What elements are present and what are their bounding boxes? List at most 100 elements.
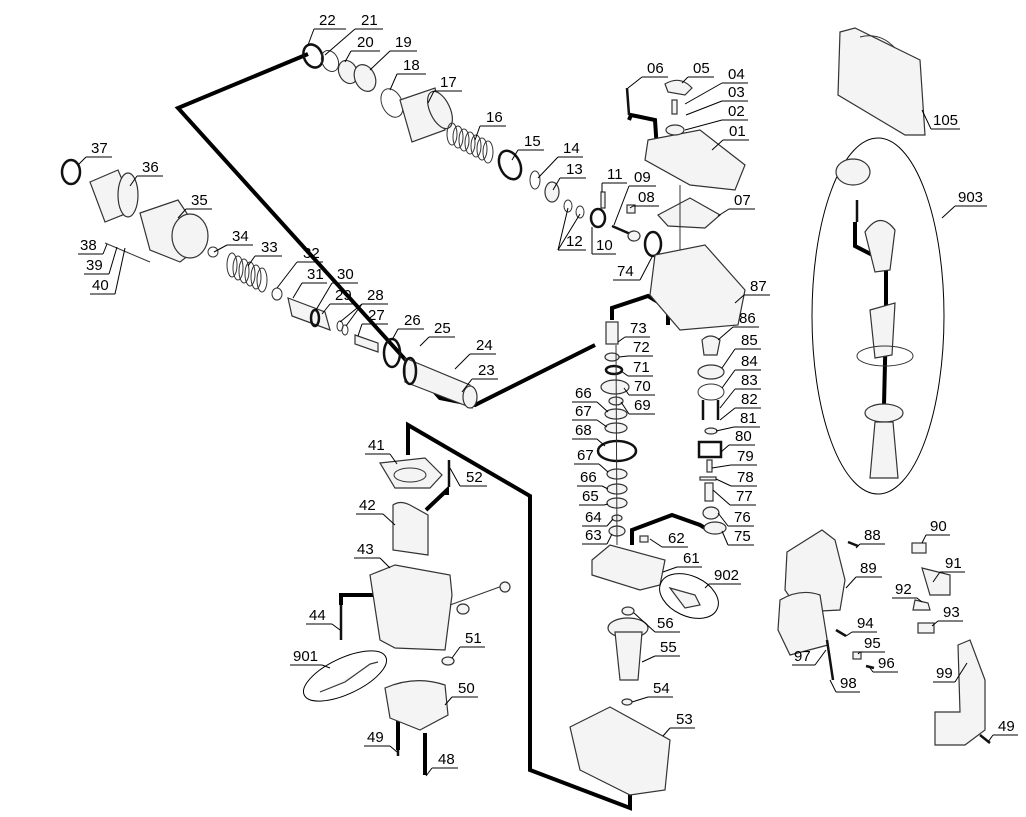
label-93[interactable]: 93 <box>931 604 963 627</box>
label-64[interactable]: 64 <box>582 509 614 527</box>
label-92[interactable]: 92 <box>892 581 923 603</box>
label-53[interactable]: 53 <box>662 711 695 737</box>
label-10[interactable]: 10 <box>591 227 616 255</box>
label-29[interactable]: 29 <box>321 287 356 315</box>
label-42[interactable]: 42 <box>356 497 396 526</box>
label-03[interactable]: 03 <box>685 84 748 116</box>
label-23[interactable]: 23 <box>461 362 498 393</box>
label-70[interactable]: 70 <box>623 378 655 396</box>
label-12[interactable]: 12 <box>557 207 586 251</box>
label-61[interactable]: 61 <box>662 550 702 573</box>
label-98[interactable]: 98 <box>829 675 860 693</box>
label-51[interactable]: 51 <box>451 630 485 659</box>
label-63[interactable]: 63 <box>582 527 613 545</box>
label-96[interactable]: 96 <box>869 655 898 673</box>
label-31[interactable]: 31 <box>292 266 327 299</box>
label-75[interactable]: 75 <box>721 528 754 546</box>
label-65[interactable]: 65 <box>579 488 609 506</box>
label-44[interactable]: 44 <box>306 607 341 631</box>
label-17[interactable]: 17 <box>427 74 462 104</box>
label-40[interactable]: 40 <box>90 247 126 295</box>
label-69[interactable]: 69 <box>620 397 655 415</box>
label-07[interactable]: 07 <box>717 192 755 217</box>
label-55[interactable]: 55 <box>641 639 680 663</box>
label-66-lower[interactable]: 66 <box>577 469 609 490</box>
label-14[interactable]: 14 <box>537 140 583 179</box>
label-901[interactable]: 901 <box>290 648 331 669</box>
label-22[interactable]: 22 <box>307 12 346 46</box>
label-67-lower[interactable]: 67 <box>574 447 609 473</box>
label-88[interactable]: 88 <box>855 527 885 549</box>
label-52[interactable]: 52 <box>449 467 487 487</box>
label-50[interactable]: 50 <box>444 680 478 706</box>
label-62[interactable]: 62 <box>649 530 688 548</box>
label-78[interactable]: 78 <box>715 469 757 487</box>
label-05[interactable]: 05 <box>681 60 714 84</box>
label-91[interactable]: 91 <box>932 555 965 583</box>
label-08[interactable]: 08 <box>629 189 659 209</box>
label-33[interactable]: 33 <box>247 239 282 267</box>
label-38[interactable]: 38 <box>78 237 108 255</box>
label-02[interactable]: 02 <box>684 103 748 131</box>
label-04[interactable]: 04 <box>684 66 748 105</box>
label-25[interactable]: 25 <box>419 320 455 347</box>
label-72[interactable]: 72 <box>618 339 653 358</box>
label-74[interactable]: 74 <box>613 256 653 281</box>
label-71[interactable]: 71 <box>620 359 653 377</box>
label-16[interactable]: 16 <box>474 109 506 141</box>
label-903[interactable]: 903 <box>941 189 987 219</box>
label-49-rear[interactable]: 49 <box>987 718 1018 743</box>
label-80[interactable]: 80 <box>720 428 755 453</box>
label-54[interactable]: 54 <box>631 680 673 703</box>
label-30[interactable]: 30 <box>315 266 358 311</box>
label-24[interactable]: 24 <box>454 337 496 370</box>
label-11[interactable]: 11 <box>601 166 627 192</box>
label-36[interactable]: 36 <box>129 159 163 187</box>
label-48[interactable]: 48 <box>425 751 458 777</box>
label-35[interactable]: 35 <box>177 192 212 219</box>
label-01[interactable]: 01 <box>711 123 749 151</box>
label-105[interactable]: 105 <box>921 109 960 130</box>
label-902[interactable]: 902 <box>704 567 741 589</box>
label-20[interactable]: 20 <box>344 34 380 63</box>
label-27[interactable]: 27 <box>357 307 388 337</box>
label-66-upper[interactable]: 66 <box>572 385 609 413</box>
label-15[interactable]: 15 <box>511 133 544 161</box>
label-83[interactable]: 83 <box>719 372 761 409</box>
label-67-upper[interactable]: 67 <box>572 403 608 428</box>
label-41[interactable]: 41 <box>365 437 398 465</box>
label-06[interactable]: 06 <box>627 60 668 89</box>
label-94[interactable]: 94 <box>845 615 877 637</box>
label-34[interactable]: 34 <box>213 228 253 253</box>
label-13[interactable]: 13 <box>552 161 586 191</box>
label-39[interactable]: 39 <box>84 246 118 275</box>
label-95[interactable]: 95 <box>857 635 885 655</box>
label-43[interactable]: 43 <box>354 541 391 569</box>
label-32[interactable]: 32 <box>276 245 323 289</box>
label-97[interactable]: 97 <box>792 648 827 666</box>
label-49-motor[interactable]: 49 <box>364 729 398 753</box>
label-81[interactable]: 81 <box>715 410 760 432</box>
label-68[interactable]: 68 <box>572 422 606 447</box>
label-76[interactable]: 76 <box>717 509 754 527</box>
label-86[interactable]: 86 <box>717 310 759 341</box>
label-77[interactable]: 77 <box>712 488 756 506</box>
label-09[interactable]: 09 <box>613 169 656 226</box>
label-89[interactable]: 89 <box>845 560 882 589</box>
label-85[interactable]: 85 <box>721 332 761 369</box>
label-99[interactable]: 99 <box>933 662 968 683</box>
label-26[interactable]: 26 <box>391 312 424 341</box>
label-90[interactable]: 90 <box>921 518 950 544</box>
label-19[interactable]: 19 <box>369 34 417 71</box>
label-37[interactable]: 37 <box>77 140 112 166</box>
assembly-line-motor <box>406 421 632 811</box>
label-73[interactable]: 73 <box>617 320 650 343</box>
label-56[interactable]: 56 <box>633 612 680 633</box>
label-18[interactable]: 18 <box>389 57 426 91</box>
label-21[interactable]: 21 <box>324 12 383 56</box>
label-84[interactable]: 84 <box>721 353 761 389</box>
label-82[interactable]: 82 <box>719 391 761 421</box>
label-87[interactable]: 87 <box>734 278 770 304</box>
label-79[interactable]: 79 <box>711 448 757 469</box>
label-28[interactable]: 28 <box>339 287 388 327</box>
